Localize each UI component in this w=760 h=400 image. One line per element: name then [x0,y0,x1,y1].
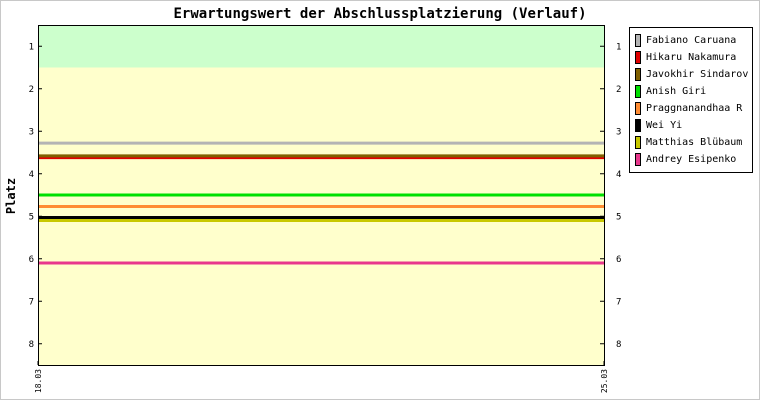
x-axis-ticks: 18.03 25.03 [34,361,609,393]
legend-label: Hikaru Nakamura [646,51,737,63]
legend-label: Matthias Blübaum [646,136,743,148]
y-tick-label-left: 6 [29,255,34,265]
y-tick-label-left: 5 [29,212,34,222]
legend-label: Andrey Esipenko [646,153,737,165]
y-tick-label-right: 8 [616,340,621,350]
legend-item: Anish Giri [635,83,706,99]
y-axis-label: Platz [4,178,18,214]
y-tick-label-right: 7 [616,297,621,307]
y-tick-label-right: 5 [616,212,621,222]
y-tick-label-right: 3 [616,127,621,137]
legend-swatch [635,152,641,166]
chart-title: Erwartungswert der Abschlussplatzierung … [173,6,586,22]
legend-item: Fabiano Caruana [635,32,736,48]
y-tick-label-left: 7 [29,297,34,307]
legend-swatch [635,33,641,47]
legend-item: Praggnanandhaa R [635,100,742,116]
y-axis-ticks: 1 1 2 2 3 3 4 4 5 5 6 6 7 7 8 8 [29,42,622,350]
y-tick-label-right: 2 [616,85,621,95]
y-tick-label-left: 2 [29,85,34,95]
y-tick-label-right: 4 [616,170,621,180]
legend-item: Matthias Blübaum [635,134,742,150]
legend-item: Hikaru Nakamura [635,49,736,65]
legend-swatch [635,67,641,81]
x-tick-label: 18.03 [34,369,43,393]
legend-item: Javokhir Sindarov [635,66,748,82]
legend-swatch [635,118,641,132]
legend-label: Anish Giri [646,85,707,97]
series-lines [38,141,604,265]
legend-swatch [635,135,641,149]
legend-item: Andrey Esipenko [635,151,736,167]
legend-label: Fabiano Caruana [646,34,737,46]
legend-label: Praggnanandhaa R [646,102,743,114]
legend-label: Javokhir Sindarov [646,68,749,80]
plot-area [38,25,605,366]
y-tick-label-left: 1 [29,42,34,52]
y-tick-label-right: 6 [616,255,621,265]
x-tick-label: 25.03 [600,369,609,393]
y-tick-label-left: 3 [29,127,34,137]
band-0 [38,25,604,68]
legend-swatch [635,84,641,98]
y-tick-label-left: 4 [29,170,34,180]
legend-swatch [635,101,641,115]
y-tick-label-right: 1 [616,42,621,52]
y-tick-label-left: 8 [29,340,34,350]
legend-label: Wei Yi [646,119,683,131]
legend-item: Wei Yi [635,117,682,133]
legend-swatch [635,50,641,64]
